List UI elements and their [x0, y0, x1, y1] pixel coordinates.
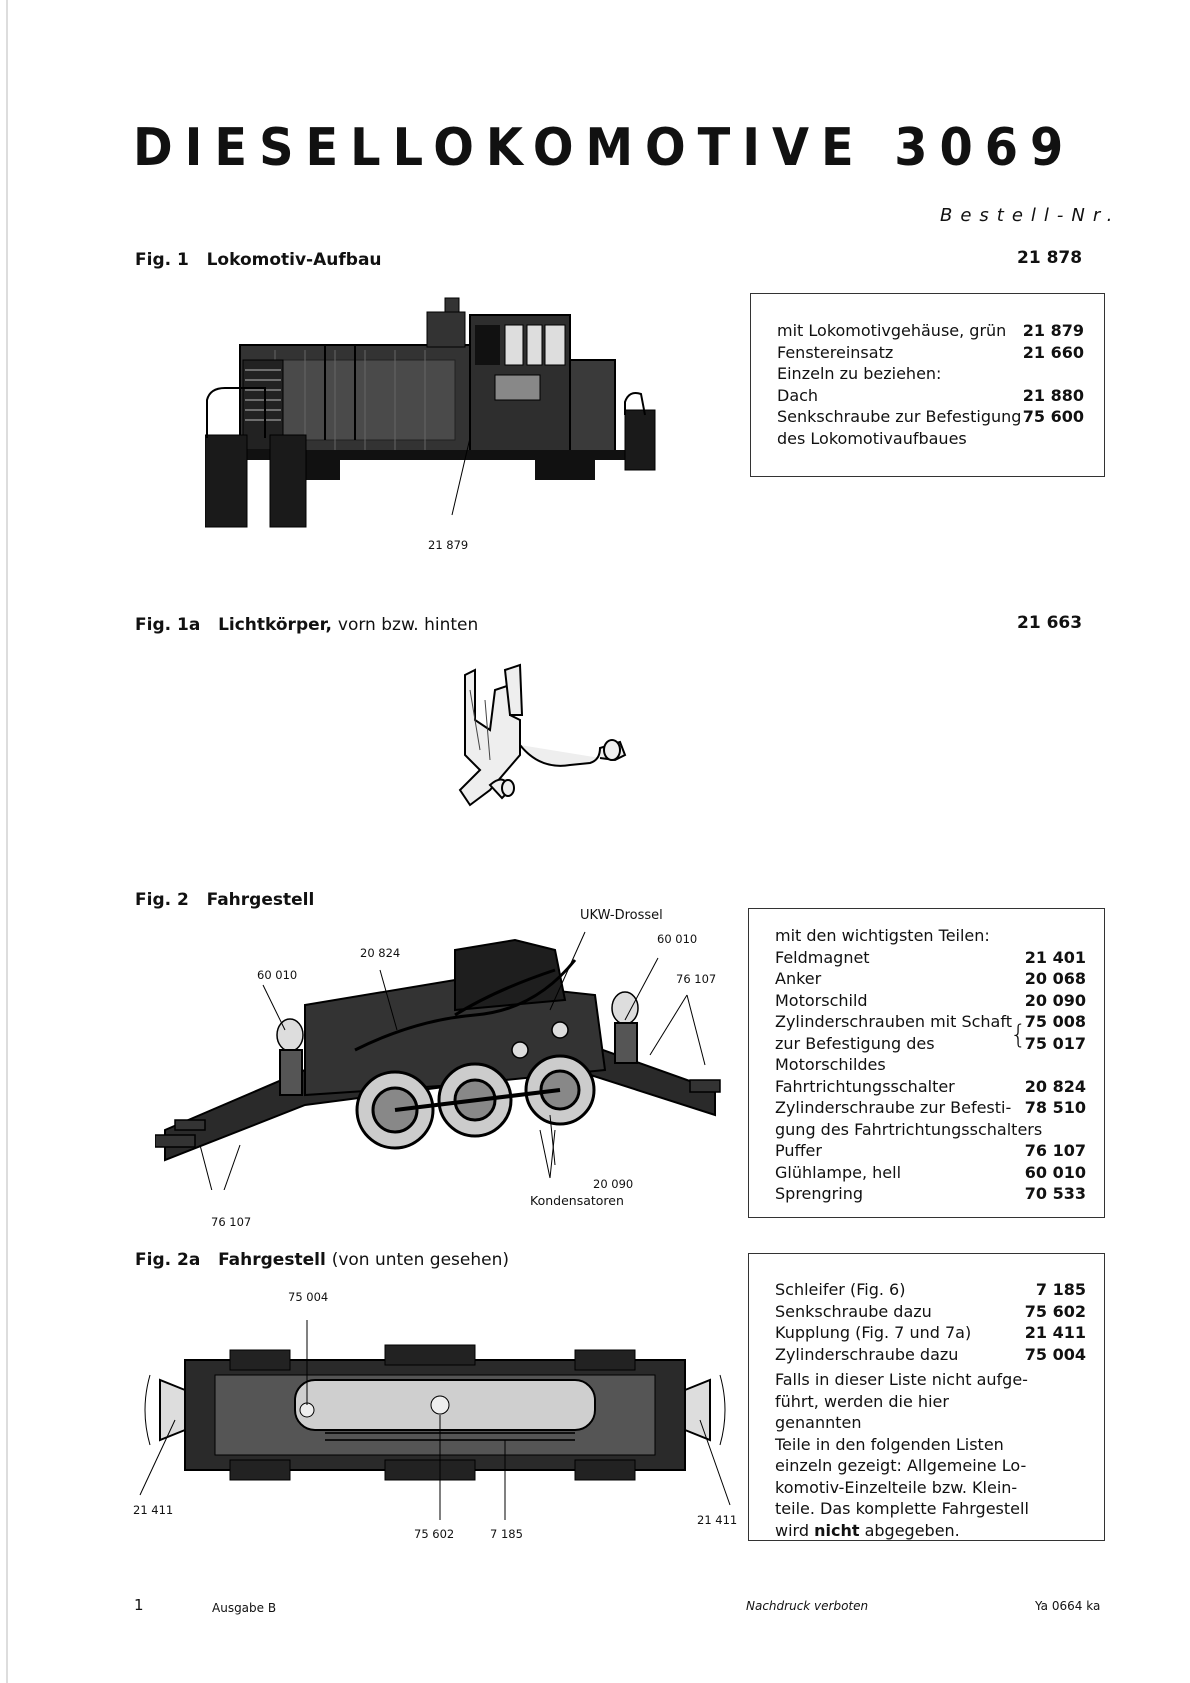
chassis-underside-illustration: [139, 1320, 731, 1520]
fig1-row: des Lokomotivaufbaues: [777, 428, 967, 448]
fig1a-subtitle: vorn bzw. hinten: [337, 615, 479, 635]
fig2-label: Fig. 2: [135, 890, 189, 910]
callout-60010-left: 60 010: [257, 968, 298, 982]
callout-75004: 75 004: [288, 1290, 329, 1304]
fig2a-title: Fahrgestell: [218, 1250, 326, 1270]
fig1a-heading: Fig. 1a Lichtkörper, vorn bzw. hinten: [135, 615, 478, 635]
fig2-row: mit den wichtigsten Teilen:: [775, 926, 990, 945]
fig1-title: Lokomotiv-Aufbau: [206, 250, 382, 270]
fig2-title: Fahrgestell: [206, 890, 315, 910]
fig2-heading: Fig. 2 Fahrgestell: [135, 890, 314, 910]
fig1-callout-21879: 21 879: [428, 538, 469, 552]
callout-21411-right: 21 411: [697, 1513, 738, 1527]
brace-icon: {: [1010, 1020, 1027, 1050]
chassis-illustration: [155, 931, 721, 1190]
callout-20090: 20 090: [593, 1177, 634, 1191]
fig2a-subtitle: (von unten gesehen): [331, 1250, 510, 1270]
fig1-heading: Fig. 1 Lokomotiv-Aufbau: [135, 250, 382, 270]
callout-kondensatoren: Kondensatoren: [530, 1193, 624, 1208]
fig1a-label: Fig. 1a: [135, 615, 201, 635]
callout-75602: 75 602: [414, 1527, 455, 1541]
callout-20824: 20 824: [360, 946, 401, 960]
scan-edge: [6, 0, 8, 1683]
fig2a-note: Falls in dieser Liste nicht aufge- führt…: [775, 1370, 1029, 1540]
callout-76107-right: 76 107: [676, 972, 717, 986]
callout-ukw-drossel: UKW-Drossel: [580, 908, 663, 923]
fig1a-partno: 21 663: [1017, 613, 1083, 633]
fig1-row: Einzeln zu beziehen:: [777, 364, 942, 383]
fig2a-row: Kupplung (Fig. 7 und 7a)21 411: [775, 1323, 1086, 1342]
edition-label: Ausgabe B: [212, 1601, 277, 1615]
fig2a-parts-box: Schleifer (Fig. 6)7 185 Senkschraube daz…: [748, 1253, 1105, 1541]
light-body-illustration: [458, 663, 627, 807]
order-number-label: Bestell-Nr.: [940, 205, 1121, 226]
fig2-row: gung des Fahrtrichtungsschalters: [775, 1119, 1043, 1139]
callout-21411-left: 21 411: [133, 1503, 174, 1517]
reprint-notice: Nachdruck verboten: [746, 1599, 869, 1613]
fig1-partno: 21 878: [1017, 248, 1083, 268]
locomotive-body-illustration: [205, 297, 656, 528]
page-number: 1: [134, 1596, 144, 1614]
document-code: Ya 0664 ka: [1035, 1599, 1101, 1613]
callout-7185: 7 185: [490, 1527, 523, 1541]
page-title: DIESELLOKOMOTIVE 3069: [133, 118, 1076, 178]
callout-60010-right: 60 010: [657, 932, 698, 946]
fig2-row: Zylinderschraube zur Befesti-78 510: [775, 1098, 1086, 1117]
callout-76107-left: 76 107: [211, 1215, 252, 1229]
fig1a-title: Lichtkörper,: [218, 615, 332, 635]
fig1-label: Fig. 1: [135, 250, 189, 270]
fig2a-label: Fig. 2a: [135, 1250, 201, 1270]
fig2a-row: Schleifer (Fig. 6)7 185: [775, 1280, 1086, 1299]
fig2a-heading: Fig. 2a Fahrgestell (von unten gesehen): [135, 1250, 509, 1270]
fig2-row: Motorschildes: [775, 1055, 886, 1074]
